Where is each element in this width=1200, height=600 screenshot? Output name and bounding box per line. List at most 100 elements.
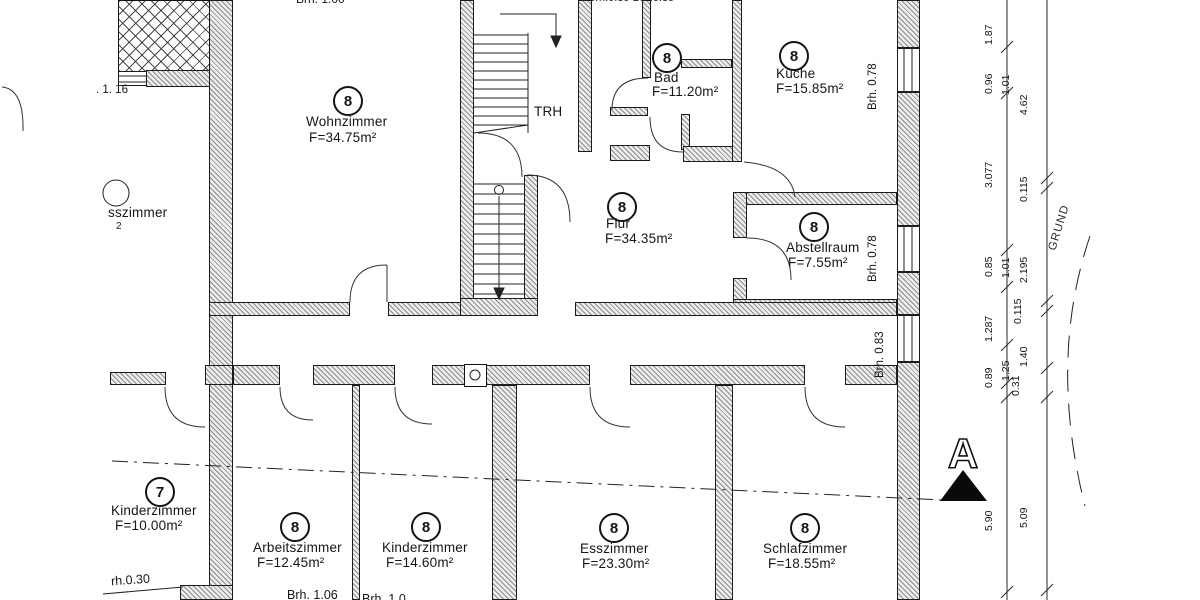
window (897, 315, 920, 362)
room-label-flur: Flur (606, 216, 631, 231)
room-label-esszimmer-left: sszimmer (108, 205, 168, 220)
dim-label: 1.01 (1000, 257, 1012, 278)
stair-down-treads (474, 183, 524, 295)
wall (209, 302, 350, 316)
wall (146, 70, 210, 87)
stair-up-treads (473, 33, 529, 134)
dim-label: 0.96 (983, 73, 995, 94)
wall (681, 59, 732, 68)
sill-label-bottom-mid: Brh. 1.06 (287, 588, 338, 600)
dim-label: 4.62 (1018, 94, 1030, 115)
room-label-abstellraum: Abstellraum (786, 240, 860, 255)
room-number-kueche: 8 (779, 41, 809, 71)
room-area-flur: F=34.35m² (605, 231, 673, 246)
wall (610, 145, 650, 161)
wall (180, 585, 233, 600)
wall (897, 272, 920, 315)
dim-label: 0.31 (1010, 375, 1022, 396)
wall (524, 175, 538, 305)
wall (732, 0, 742, 162)
wall (845, 365, 897, 385)
room-area-abstellraum: F=7.55m² (788, 255, 848, 270)
wall (630, 365, 805, 385)
wall (681, 114, 690, 150)
wall (683, 146, 733, 162)
dim-label: 1.40 (1018, 346, 1030, 367)
dim-label: 0.115 (1012, 298, 1024, 325)
stairwell-label: TRH (534, 104, 563, 119)
dim-label: 5.90 (983, 510, 995, 531)
wall (897, 0, 920, 48)
room-area-esszimmer: F=23.30m² (582, 556, 650, 571)
room-number-kinderzimmer-8: 8 (411, 512, 441, 542)
room-label-kueche: Küche (776, 66, 816, 81)
room-area-wohnzimmer: F=34.75m² (309, 130, 377, 145)
section-marker-A: A (940, 429, 987, 501)
dim-label: 0.85 (983, 256, 995, 277)
room-number-wohnzimmer: 8 (333, 86, 363, 116)
window (897, 48, 920, 92)
room-label-arbeitszimmer: Arbeitszimmer (253, 540, 342, 555)
wall (897, 362, 920, 600)
wall (733, 192, 747, 238)
dim-label: 0.115 (1018, 176, 1030, 203)
sill-label-balcony: . 1. 16 (96, 84, 128, 96)
sill-label-right-lower: Brh. 0.83 (874, 331, 886, 378)
room-circle-esszimmer-left (102, 179, 130, 207)
dim-label: 5.09 (1018, 507, 1030, 528)
room-area-kinderzimmer-7: F=10.00m² (115, 518, 183, 533)
flue-symbol (464, 364, 487, 387)
stair-down-arrow (493, 185, 505, 301)
room-area-bad: F=11.20m² (652, 84, 719, 99)
boundary-label: GRUND (1046, 203, 1072, 252)
room-label-wohnzimmer: Wohnzimmer (306, 114, 388, 129)
wall (460, 298, 538, 316)
section-triangle (940, 470, 987, 501)
sill-label-right-upper: Brh. 0.78 (867, 63, 879, 110)
sill-label-bottom-left: rh.0.30 (110, 571, 151, 589)
wall (897, 92, 920, 226)
dim-label: 1.287 (983, 315, 995, 342)
wall (610, 107, 648, 116)
room-number-flur: 8 (607, 192, 637, 222)
wall (578, 0, 592, 152)
dim-label: 1.01 (1000, 74, 1012, 95)
room-number-kinderzimmer-7: 7 (145, 477, 175, 507)
room-label-schlafzimmer: Schlafzimmer (763, 541, 848, 556)
wall (737, 192, 897, 205)
wall (110, 372, 166, 385)
wall (460, 0, 474, 316)
balcony-hatch (118, 0, 210, 72)
sill-label-top-left-cut: Brh. 1.00 (296, 0, 345, 6)
dim-label: 0.89 (983, 367, 995, 388)
wall (209, 0, 233, 600)
room-area-kinderzimmer-8: F=14.60m² (386, 555, 454, 570)
room-label-kinderzimmer-7: Kinderzimmer (111, 503, 197, 518)
room-label-esszimmer: Esszimmer (580, 541, 649, 556)
wall (432, 365, 590, 385)
window (897, 226, 920, 272)
sill-label-bottom-mid2: Brh. 1.0 (362, 592, 406, 600)
room-area-schlafzimmer: F=18.55m² (768, 556, 836, 571)
room-area-arbeitszimmer: F=12.45m² (257, 555, 325, 570)
section-letter: A (948, 430, 978, 477)
wall (715, 385, 733, 600)
room-area-esszimmer-left: 2 (116, 221, 122, 232)
wall (205, 365, 233, 385)
wall (233, 365, 280, 385)
dim-label: 2.195 (1018, 256, 1030, 283)
boundary-line (1067, 235, 1091, 507)
wall (575, 302, 897, 316)
wall (313, 365, 395, 385)
room-area-kueche: F=15.85m² (776, 81, 844, 96)
sill-label-right-mid: Brh. 0.78 (867, 235, 879, 282)
dim-label: 1.87 (983, 24, 995, 45)
room-label-kinderzimmer-8: Kinderzimmer (382, 540, 468, 555)
room-number-arbeitszimmer: 8 (280, 512, 310, 542)
wall (492, 385, 517, 600)
sill-label-top-right-cut: Brh.0.89 Brh.0.89 (588, 0, 674, 4)
stair-up-arrow (500, 13, 562, 49)
wall (352, 385, 360, 600)
room-number-schlafzimmer: 8 (790, 513, 820, 543)
